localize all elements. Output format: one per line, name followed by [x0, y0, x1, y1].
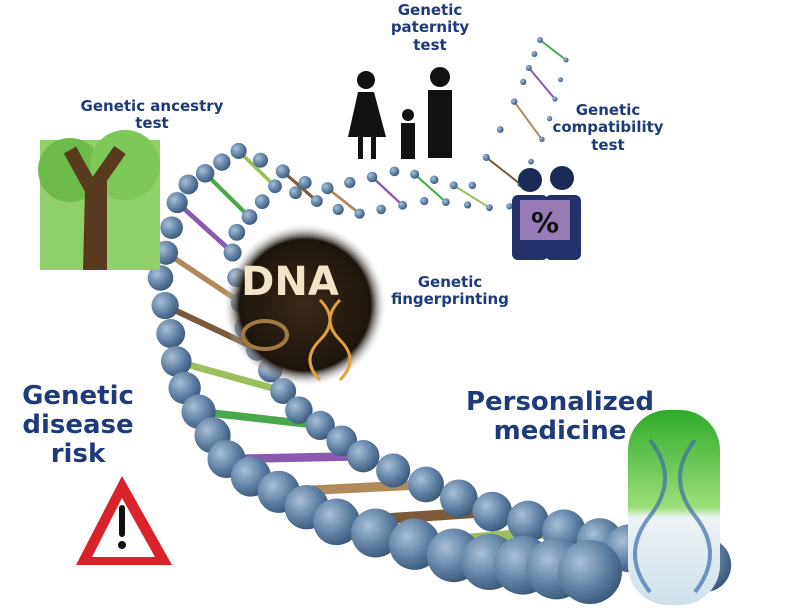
warning-icon: [76, 476, 172, 565]
helix-sphere: [289, 186, 302, 200]
helix-sphere: [510, 98, 518, 105]
helix-rung: [539, 39, 567, 61]
percent-icon: %: [531, 206, 559, 239]
helix-rung: [237, 149, 277, 188]
helix-sphere: [557, 76, 564, 83]
helix-sphere: [195, 163, 215, 183]
helix-sphere: [531, 50, 538, 57]
helix-sphere: [537, 37, 543, 43]
helix-sphere: [313, 498, 360, 546]
helix-sphere: [398, 200, 408, 210]
helix-sphere: [482, 153, 490, 162]
helix-sphere: [156, 319, 186, 348]
helix-sphere: [241, 209, 258, 225]
helix-sphere: [429, 175, 439, 185]
helix-sphere: [468, 181, 477, 190]
helix-sphere: [332, 203, 344, 215]
compatibility-test-label: Genetic compatibility test: [552, 101, 664, 154]
helix-sphere: [166, 191, 188, 214]
helix-sphere: [285, 396, 313, 424]
helix-sphere: [310, 195, 323, 208]
helix-sphere: [230, 142, 247, 160]
helix-sphere: [546, 115, 553, 122]
helix-sphere: [525, 64, 532, 71]
helix-sphere: [154, 240, 179, 265]
helix-sphere: [178, 174, 199, 195]
ancestry-test-label: Genetic ancestry test: [80, 97, 224, 133]
helix-rung: [528, 67, 556, 100]
tree-icon: [38, 130, 160, 271]
helix-sphere: [485, 204, 493, 212]
helix-sphere: [252, 152, 268, 168]
compatibility-icon: %: [512, 166, 581, 260]
helix-sphere: [213, 153, 231, 171]
helix-sphere: [449, 181, 458, 190]
helix-sphere: [558, 540, 622, 604]
disease-risk-label: Genetic disease risk: [22, 381, 134, 470]
helix-rung: [175, 200, 235, 255]
helix-rung: [485, 156, 521, 185]
helix-sphere: [298, 176, 312, 190]
helix-sphere: [563, 57, 569, 63]
helix-rung: [371, 176, 404, 207]
helix-sphere: [472, 491, 513, 532]
helix-sphere: [376, 204, 386, 215]
helix-sphere: [321, 182, 334, 195]
helix-sphere: [528, 158, 534, 165]
helix-rung: [203, 171, 251, 219]
helix-sphere: [228, 223, 246, 241]
svg-text:DNA: DNA: [241, 259, 339, 305]
helix-rung: [326, 187, 361, 215]
helix-sphere: [408, 466, 444, 503]
helix-sphere: [160, 216, 183, 239]
helix-sphere: [420, 196, 429, 206]
helix-sphere: [463, 201, 472, 209]
helix-sphere: [344, 176, 356, 189]
dna-fingerprint-badge: DNA: [223, 223, 387, 387]
helix-sphere: [496, 126, 504, 133]
helix-rung: [413, 173, 447, 203]
helix-sphere: [552, 96, 558, 102]
helix-sphere: [376, 453, 411, 488]
helix-sphere: [151, 291, 179, 320]
helix-sphere: [305, 410, 335, 441]
helix-sphere: [147, 265, 174, 291]
personalized-medicine-label: Personalized medicine: [465, 387, 655, 447]
helix-sphere: [441, 198, 450, 206]
helix-sphere: [351, 508, 401, 558]
medicine-capsule-icon: [628, 410, 720, 605]
paternity-test-label: Genetic paternity test: [390, 1, 470, 54]
helix-sphere: [347, 439, 380, 473]
helix-sphere: [410, 169, 420, 179]
helix-sphere: [354, 208, 365, 219]
helix-sphere: [223, 243, 242, 262]
helix-sphere: [389, 166, 400, 177]
helix-rung: [513, 101, 543, 140]
family-icon: [348, 67, 452, 159]
helix-sphere: [254, 194, 270, 209]
helix-sphere: [507, 500, 549, 543]
helix-rung: [453, 184, 490, 209]
helix-sphere: [268, 179, 282, 194]
helix-sphere: [506, 203, 513, 210]
helix-sphere: [275, 164, 290, 179]
helix-sphere: [439, 479, 478, 518]
helix-sphere: [520, 78, 527, 86]
helix-sphere: [539, 136, 545, 143]
helix-rung: [175, 358, 285, 395]
helix-sphere: [160, 346, 192, 377]
fingerprinting-label: Genetic fingerprinting: [391, 273, 509, 309]
helix-sphere: [366, 171, 378, 183]
